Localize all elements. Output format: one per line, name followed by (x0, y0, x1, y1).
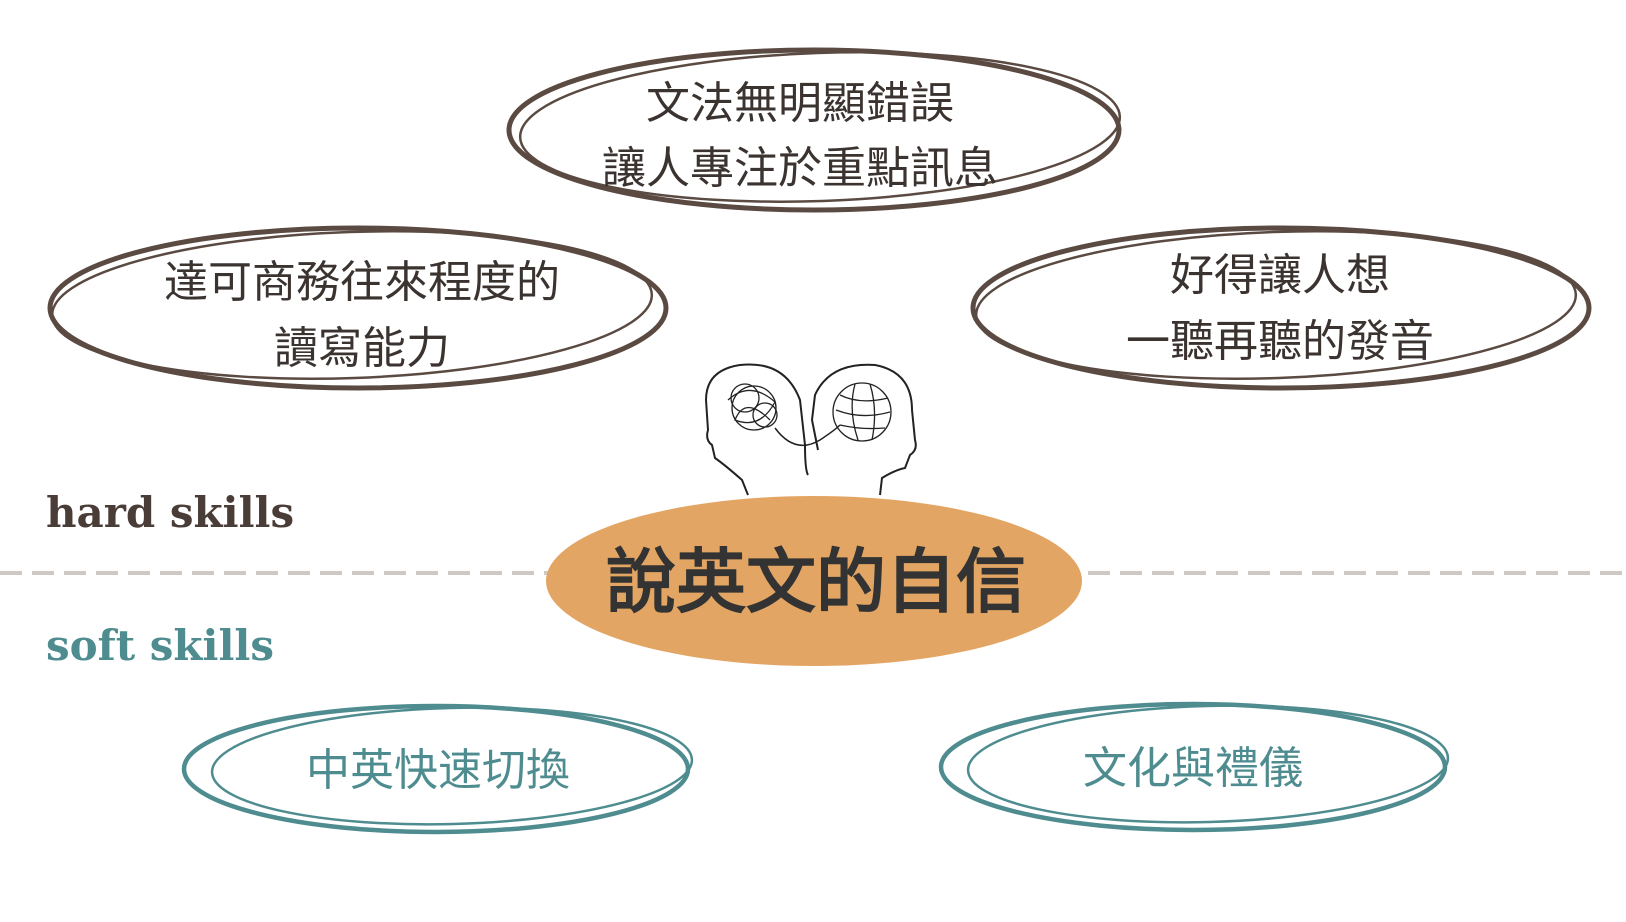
bubble-text-line: 讀寫能力 (274, 323, 450, 374)
bubble-text-line: 文化與禮儀 (1083, 743, 1303, 794)
hard-skills-label: hard skills (46, 488, 294, 537)
soft-skill-bubble-culture: 文化與禮儀 (938, 701, 1450, 833)
bubble-text-line: 好得讓人想 (1170, 250, 1390, 301)
center-title: 說英文的自信 (606, 540, 1026, 623)
yarn-ball-icon (832, 382, 892, 442)
hard-skill-bubble-grammar: 文法無明顯錯誤 讓人專注於重點訊息 (506, 47, 1122, 213)
tangled-brain-icon (727, 383, 778, 431)
bubble-text-line: 文法無明顯錯誤 (646, 78, 954, 129)
center-ellipse (546, 496, 1082, 666)
soft-skill-bubble-switching: 中英快速切換 (181, 703, 694, 835)
bubble-text-line: 讓人專注於重點訊息 (602, 143, 998, 194)
bubble-text-line: 達可商務往來程度的 (164, 257, 560, 308)
hard-skill-bubble-reading-writing: 達可商務往來程度的 讀寫能力 (47, 225, 669, 391)
hard-skill-bubble-pronunciation: 好得讓人想 一聽再聽的發音 (970, 225, 1592, 391)
two-heads-illustration (704, 363, 917, 496)
bubble-text-line: 一聽再聽的發音 (1126, 316, 1434, 367)
bubble-text-line: 中英快速切換 (306, 745, 570, 796)
soft-skills-label: soft skills (46, 621, 274, 670)
